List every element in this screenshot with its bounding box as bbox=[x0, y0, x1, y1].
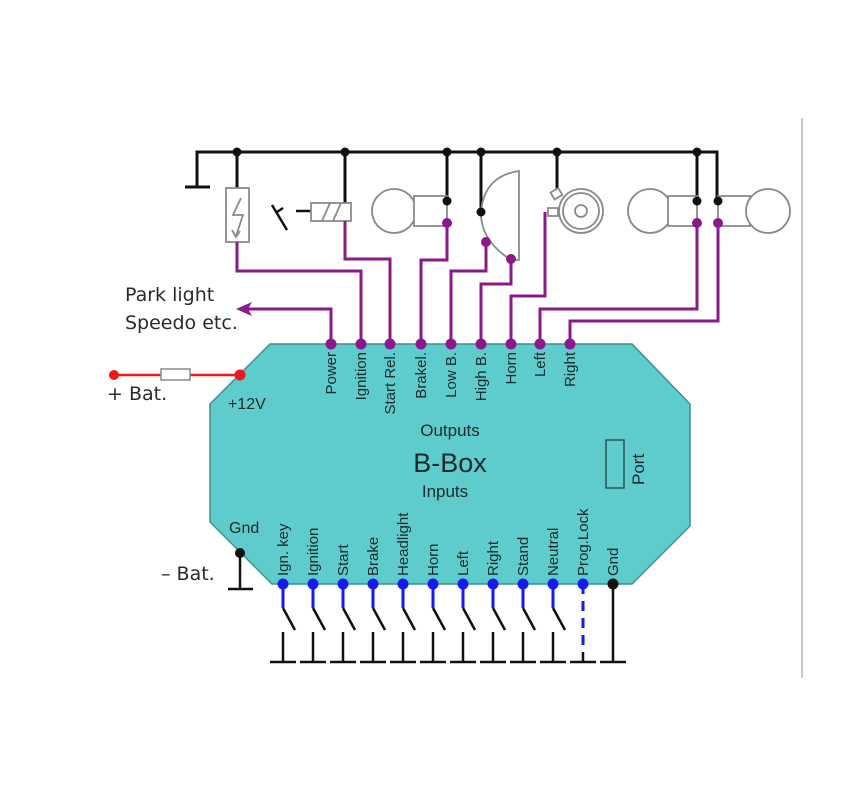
battery-plus-label: + Bat. bbox=[107, 383, 167, 405]
switch-icon[interactable] bbox=[311, 607, 327, 631]
starter-relay-icon bbox=[270, 202, 352, 231]
output-pin-high-b[interactable] bbox=[475, 338, 487, 350]
output-label-ignition: Ignition bbox=[353, 352, 370, 400]
output-label-right: Right bbox=[562, 351, 579, 387]
switch-icon[interactable] bbox=[371, 607, 387, 631]
output-pin-brakel[interactable] bbox=[415, 338, 427, 350]
output-pin-ignition[interactable] bbox=[355, 338, 367, 350]
input-pin-ignition[interactable] bbox=[307, 578, 319, 590]
output-label-high-b: High B. bbox=[473, 352, 490, 401]
ignition-fuse-icon bbox=[225, 187, 250, 243]
output-pin-left[interactable] bbox=[534, 338, 546, 350]
right-indicator-bulb-icon bbox=[713, 188, 791, 234]
left-indicator-bulb-icon bbox=[627, 188, 702, 234]
switch-icon[interactable] bbox=[521, 607, 537, 631]
input-brake: Brake bbox=[360, 537, 387, 664]
input-pins: Ign. key Ignition Start Brake Headlight Horn L… bbox=[270, 508, 626, 664]
input-label-brake: Brake bbox=[365, 537, 382, 576]
output-pin-horn[interactable] bbox=[505, 338, 517, 350]
park-light-label-1: Park light bbox=[125, 284, 214, 306]
input-label-right: Right bbox=[485, 540, 502, 576]
outputs-label: Outputs bbox=[420, 421, 480, 440]
input-label-start: Start bbox=[335, 543, 352, 576]
output-pin-low-b[interactable] bbox=[445, 338, 457, 350]
b-box-title: B-Box bbox=[413, 448, 487, 478]
output-label-start-rel: Start Rel. bbox=[382, 352, 399, 415]
brake-light-bulb-icon bbox=[371, 188, 452, 234]
main-fuse-icon bbox=[160, 368, 191, 381]
output-wires bbox=[235, 212, 720, 344]
switch-icon[interactable] bbox=[491, 607, 507, 631]
input-label-ignition: Ignition bbox=[305, 528, 322, 576]
input-pin-prog-lock[interactable] bbox=[577, 578, 589, 590]
input-headlight: Headlight bbox=[390, 512, 417, 664]
power-terminal bbox=[234, 369, 246, 381]
input-pin-horn[interactable] bbox=[427, 578, 439, 590]
port-connector[interactable] bbox=[605, 439, 625, 489]
input-start: Start bbox=[330, 543, 357, 664]
switch-icon[interactable] bbox=[551, 607, 567, 631]
input-label-headlight: Headlight bbox=[395, 512, 412, 576]
power-input-label: +12V bbox=[228, 396, 266, 413]
input-left: Left bbox=[450, 550, 477, 664]
headlight-icon bbox=[476, 169, 520, 264]
input-pin-neutral[interactable] bbox=[547, 578, 559, 590]
input-label-prog-lock: Prog.Lock bbox=[575, 508, 592, 576]
battery-plus-line bbox=[109, 368, 240, 381]
input-pin-right[interactable] bbox=[487, 578, 499, 590]
output-label-left: Left bbox=[532, 351, 549, 377]
input-ign-key: Ign. key bbox=[270, 523, 297, 664]
input-prog-lock: Prog.Lock bbox=[570, 508, 596, 664]
output-pin-right[interactable] bbox=[564, 338, 576, 350]
output-label-brakel: Brakel. bbox=[413, 352, 430, 399]
input-label-stand: Stand bbox=[515, 537, 532, 576]
input-stand: Stand bbox=[510, 537, 537, 664]
input-horn: Horn bbox=[420, 543, 447, 664]
input-gnd: Gnd bbox=[600, 548, 626, 664]
input-label-gnd: Gnd bbox=[605, 548, 622, 576]
input-pin-headlight[interactable] bbox=[397, 578, 409, 590]
output-label-low-b: Low B. bbox=[443, 352, 460, 398]
output-label-horn: Horn bbox=[503, 352, 520, 385]
input-label-neutral: Neutral bbox=[545, 528, 562, 576]
input-pin-left[interactable] bbox=[457, 578, 469, 590]
input-label-left: Left bbox=[455, 550, 472, 576]
battery-minus-label: – Bat. bbox=[161, 563, 215, 585]
horn-icon bbox=[547, 186, 604, 234]
input-pin-brake[interactable] bbox=[367, 578, 379, 590]
gnd-left-label: Gnd bbox=[229, 520, 259, 537]
input-right: Right bbox=[480, 540, 507, 664]
battery-minus-ground bbox=[228, 548, 253, 591]
input-label-ign-key: Ign. key bbox=[275, 523, 292, 576]
park-light-label-2: Speedo etc. bbox=[125, 312, 238, 334]
input-neutral: Neutral bbox=[540, 528, 567, 664]
output-pins: Power Ignition Start Rel. Brakel. Low B. High… bbox=[323, 338, 579, 415]
input-ignition: Ignition bbox=[300, 528, 327, 664]
switch-icon[interactable] bbox=[341, 607, 357, 631]
input-pin-start[interactable] bbox=[337, 578, 349, 590]
b-box-body bbox=[209, 343, 691, 585]
output-label-power: Power bbox=[323, 352, 340, 395]
input-pin-gnd[interactable] bbox=[607, 578, 619, 590]
input-pin-ign-key[interactable] bbox=[277, 578, 289, 590]
input-pin-stand[interactable] bbox=[517, 578, 529, 590]
switch-icon[interactable] bbox=[401, 607, 417, 631]
switch-icon[interactable] bbox=[431, 607, 447, 631]
output-pin-power[interactable] bbox=[325, 338, 337, 350]
port-label: Port bbox=[629, 454, 648, 485]
switch-icon[interactable] bbox=[461, 607, 477, 631]
switch-icon[interactable] bbox=[281, 607, 297, 631]
inputs-label: Inputs bbox=[422, 482, 468, 501]
top-bus bbox=[185, 147, 719, 212]
output-pin-start-rel[interactable] bbox=[384, 338, 396, 350]
arrow-left-icon bbox=[236, 302, 252, 316]
input-label-horn: Horn bbox=[425, 543, 442, 576]
